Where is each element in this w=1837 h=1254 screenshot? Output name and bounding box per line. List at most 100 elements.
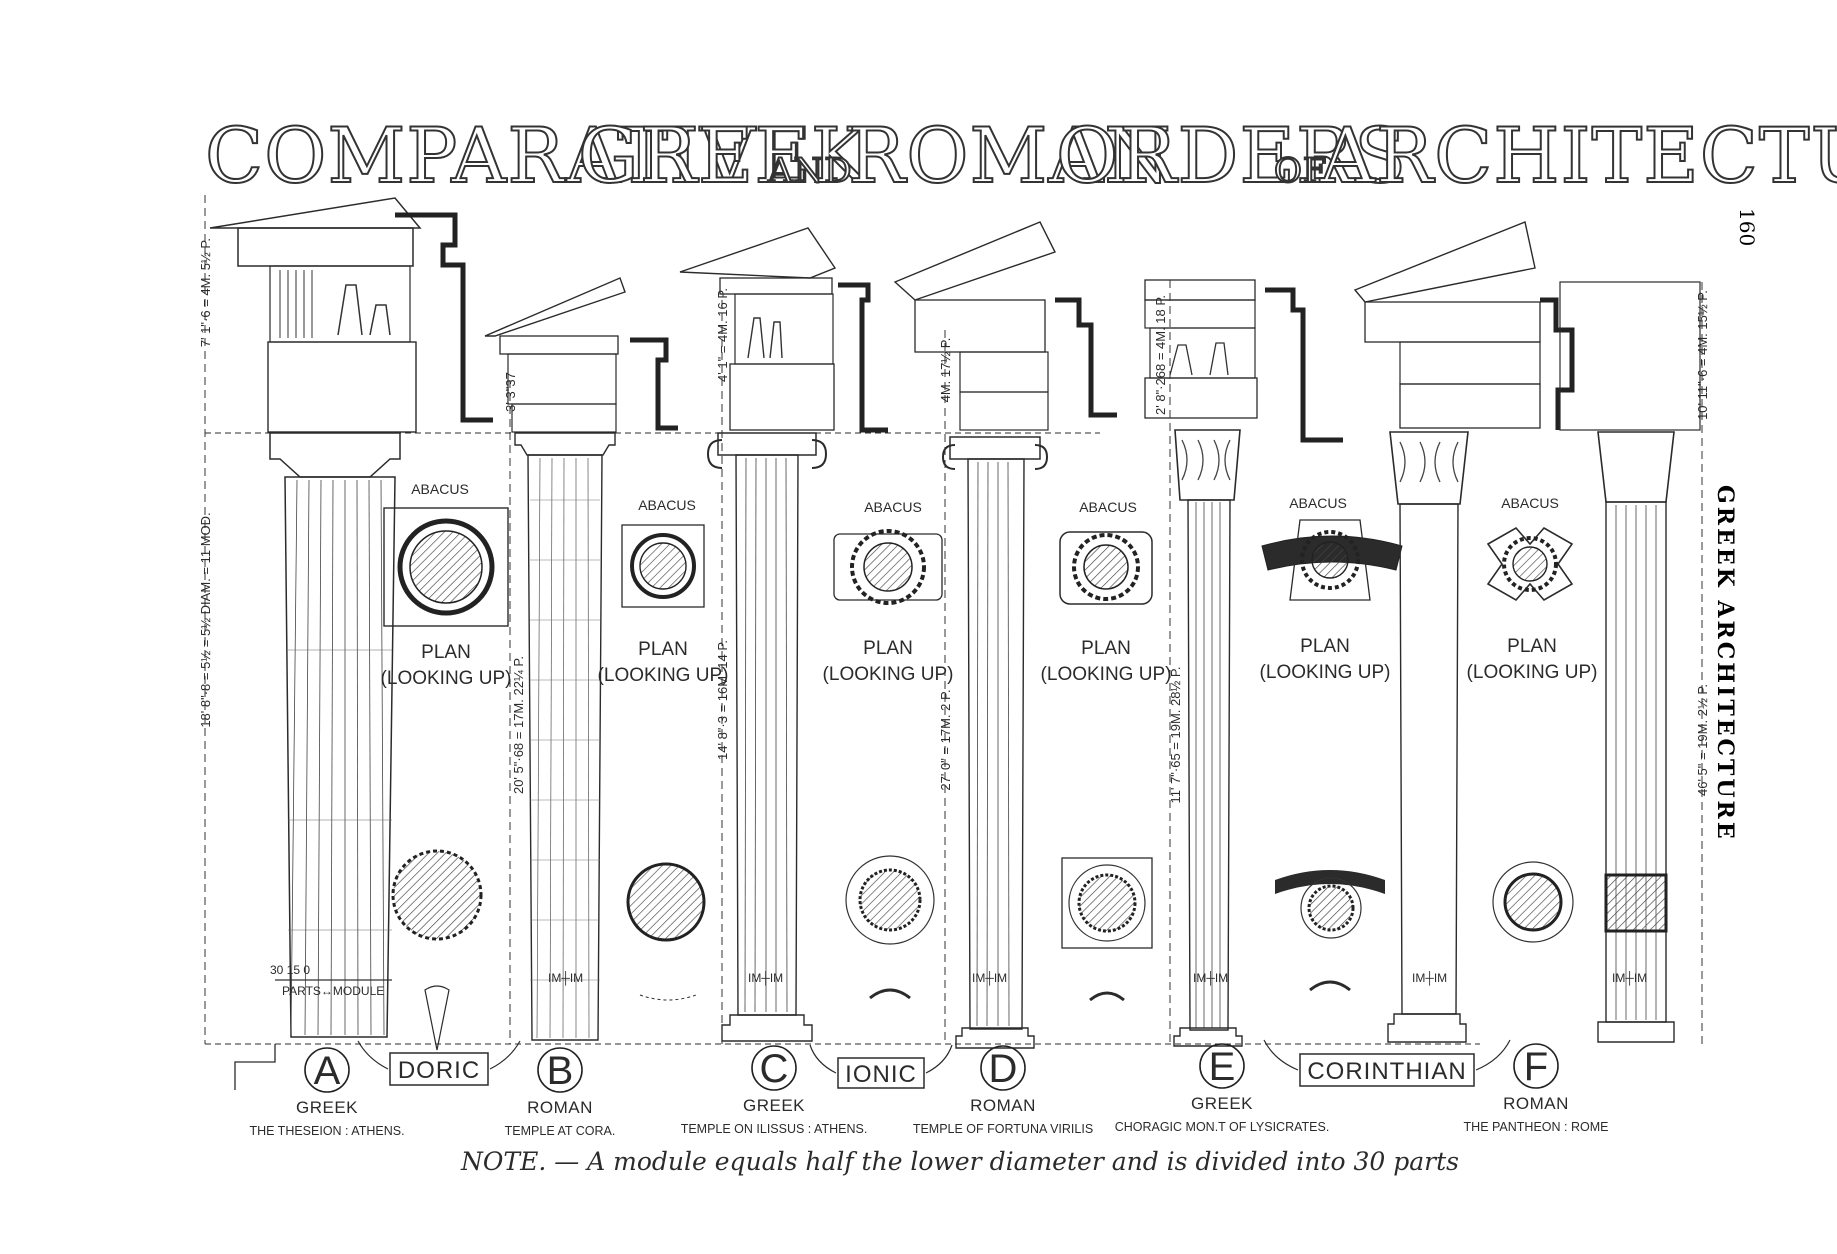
shaft	[284, 476, 396, 1038]
abacus-label-f: ABACUS	[1501, 495, 1559, 511]
pediment	[484, 277, 626, 337]
plan-label-b-line2: (LOOKING UP)	[598, 665, 729, 686]
title-word-comparative: COMPARATIVE	[205, 111, 812, 200]
plan-section	[1512, 546, 1548, 582]
letter-b: B	[547, 1049, 574, 1093]
capital	[717, 432, 817, 456]
column-f-roman-corinthian: IM┼IM ABACUS PLAN (LOOKING UP) 10' 11"·6…	[1353, 221, 1710, 1044]
temple-a: THE THESEION : ATHENS.	[249, 1124, 404, 1138]
pilaster-section	[1604, 873, 1668, 933]
cornice	[237, 227, 414, 267]
shaft-section	[391, 849, 483, 941]
flute-profile	[1089, 991, 1125, 1002]
frieze	[959, 351, 1049, 393]
corinthian-arrows	[1263, 1039, 1511, 1071]
module-label-c: IM┼IM	[748, 971, 783, 986]
plan-echinus-ring	[1072, 533, 1140, 601]
plan-section	[863, 542, 913, 592]
architrave	[511, 403, 617, 433]
flute-profile	[869, 988, 911, 1000]
plan-abacus	[1289, 519, 1371, 601]
kind-a: GREEK	[296, 1098, 358, 1117]
letter-c: C	[760, 1047, 789, 1091]
base	[721, 1014, 813, 1042]
temple-c: TEMPLE ON ILISSUS : ATHENS.	[681, 1122, 868, 1136]
plan-label-c-line2: (LOOKING UP)	[823, 664, 954, 685]
letter-circle-f	[1513, 1043, 1559, 1089]
cornice	[719, 277, 833, 295]
plan-section	[639, 542, 687, 590]
cornice-profile	[395, 212, 493, 423]
cornice	[914, 299, 1046, 353]
architrave	[1399, 383, 1541, 429]
abacus-label-b: ABACUS	[638, 497, 696, 513]
shaft	[1187, 499, 1231, 1031]
base	[1387, 1013, 1467, 1043]
pediment	[893, 221, 1056, 301]
kind-f: ROMAN	[1503, 1094, 1569, 1113]
plan-echinus-ring	[397, 518, 495, 616]
plan-label-e-line2: (LOOKING UP)	[1260, 662, 1391, 683]
column-d-roman-ionic: IM┼IM ABACUS PLAN (LOOKING UP) 4M. 17½ P…	[893, 221, 1171, 1049]
shaft	[527, 454, 603, 1041]
base-outline	[1492, 861, 1574, 943]
volutes	[941, 444, 1049, 470]
letter-a: A	[314, 1049, 341, 1093]
dim-column-e: 11' 7"·65 = 19M. 28½ P.	[1168, 666, 1183, 803]
temple-b: TEMPLE AT CORA.	[505, 1124, 616, 1138]
letter-d: D	[989, 1047, 1018, 1091]
side-heading: GREEK ARCHITECTURE	[1712, 485, 1738, 842]
scale-bar-numbers: 30 15 0	[270, 963, 310, 977]
architrave	[959, 391, 1049, 431]
shaft-section	[858, 868, 922, 932]
plan-echinus-ring	[1502, 536, 1558, 592]
plan-label-d-line1: PLAN	[1081, 638, 1131, 659]
temple-d: TEMPLE OF FORTUNA VIRILIS	[913, 1122, 1093, 1136]
pediment	[679, 227, 837, 279]
capital	[949, 436, 1041, 460]
plan-section	[409, 530, 483, 604]
letter-f: F	[1524, 1045, 1548, 1089]
capital	[1174, 429, 1241, 501]
pediment	[209, 197, 422, 229]
frieze	[507, 353, 617, 405]
title-word-architecture: ARCHITECTURE	[1319, 111, 1837, 200]
dim-column-a: 18' 8"·8 = 5½ = 5½ DIAM. = 11 MOD.	[198, 512, 213, 727]
plate-title: COMPARATIVE GREEK AND ROMAN ORDERS OF AR…	[204, 110, 1837, 201]
module-label-d: IM┼IM	[972, 971, 1007, 986]
cornice	[499, 335, 619, 355]
dim-entablature-e: 2' 8"·268 = 4M. 18 P.	[1153, 295, 1168, 415]
pantheon-entablature	[1559, 281, 1701, 431]
module-label-f-pilaster: IM┼IM	[1612, 971, 1647, 986]
base-outline	[845, 855, 935, 945]
capital	[1389, 431, 1469, 505]
stylobate	[234, 1044, 276, 1090]
kind-e: GREEK	[1191, 1094, 1253, 1113]
shaft	[1399, 503, 1459, 1015]
sculpture-relief	[1169, 342, 1229, 376]
plan-label-a-line2: (LOOKING UP)	[381, 668, 512, 689]
dim-column-d: 27' 0" = 17M. 2 P.	[938, 689, 953, 790]
architrave	[267, 341, 417, 433]
temple-e: CHORAGIC MON.T OF LYSICRATES.	[1115, 1120, 1330, 1134]
plan-abacus-square	[383, 507, 509, 627]
shaft-section	[1503, 872, 1563, 932]
flute-profile	[424, 985, 450, 1051]
plate-note: NOTE. — A module equals half the lower d…	[460, 1147, 1459, 1176]
cornice-profile	[630, 337, 678, 431]
sculpture-relief	[747, 317, 783, 359]
doric-arrows	[357, 1040, 521, 1070]
frieze	[734, 293, 834, 365]
title-word-greek: GREEK	[578, 111, 869, 200]
sculpture-relief	[337, 284, 391, 336]
column-a-greek-doric: 30 15 0 PARTS↔MODULE ABACUS PLAN (LOOKIN…	[198, 195, 511, 1090]
kind-b: ROMAN	[527, 1098, 593, 1117]
dim-entablature-d: 4M. 17½ P.	[938, 338, 953, 403]
base-outline	[1068, 864, 1146, 942]
dim-column-f: 46' 5" = 19M. 2½ P.	[1695, 684, 1710, 796]
order-corinthian: CORINTHIAN	[1307, 1058, 1466, 1085]
column-e-greek-corinthian: IM┼IM ABACUS PLAN (LOOKING UP) 2' 8"·268…	[1144, 279, 1403, 1047]
order-doric: DORIC	[398, 1057, 480, 1084]
dim-entablature-b: 3' 3"37	[503, 372, 518, 412]
plan-label-b-line1: PLAN	[638, 639, 688, 660]
